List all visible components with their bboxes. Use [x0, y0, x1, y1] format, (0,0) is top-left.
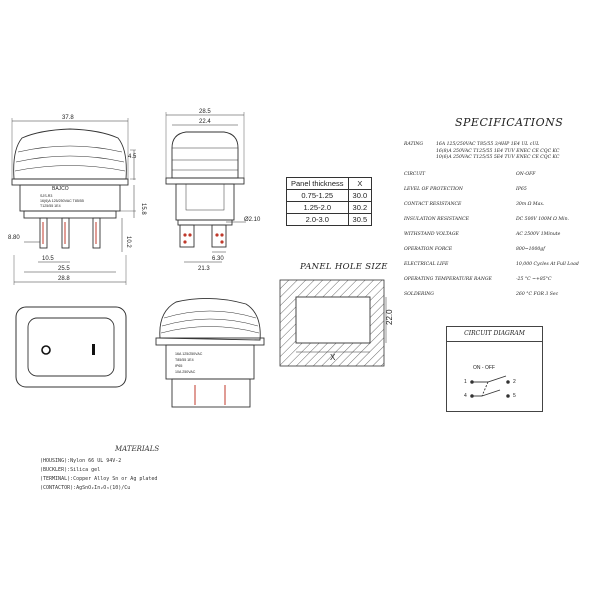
on-off-label: ON - OFF — [473, 365, 495, 371]
spec-label: ELECTRICAL LIFE — [404, 262, 449, 267]
rating-line: 10(6)A 250VAC T125/55 5E4 TUV ENEC CE CQ… — [436, 155, 560, 161]
spec-value: IP65 — [516, 187, 527, 192]
circuit-symbol — [470, 375, 510, 398]
panel-hole-title: PANEL HOLE SIZE — [300, 262, 388, 272]
side-mark-line2: T125/55 1E4 — [40, 204, 61, 208]
iso-mark-line4: 10A 250VAC — [175, 370, 196, 374]
spec-label: INSULATION RESISTANCE — [404, 217, 470, 222]
table-header: X — [347, 177, 373, 190]
spec-value: ON-OFF — [516, 172, 536, 177]
side-brand: BAJCO — [52, 186, 69, 192]
rating-line: 16(8)A 250VAC T125/55 1E4 TUV ENEC CE CQ… — [436, 148, 560, 154]
pin-label: 2 — [513, 379, 516, 385]
table-cell: 30.5 — [347, 213, 373, 226]
table-row: 0.75-1.25 30.0 — [286, 189, 373, 202]
front-view — [165, 112, 246, 263]
spec-label: CIRCUIT — [404, 172, 426, 177]
panel-hole-width: X — [330, 353, 336, 362]
spec-label: LEVEL OF PROTECTION — [404, 187, 463, 192]
dim-side-body: 15.8 — [140, 203, 146, 215]
dim-side-width: 37.8 — [62, 115, 74, 121]
pin-label: 4 — [464, 393, 467, 399]
dim-front-hole: Ø2.10 — [244, 217, 261, 223]
material-line: (TERMINAL):Copper Alloy Sn or Ag plated — [40, 476, 158, 482]
spec-label: CONTACT RESISTANCE — [404, 202, 462, 207]
spec-value: 260 °C FOR 3 Sec — [516, 292, 559, 297]
material-line: (BUCKLER):Silica gel — [40, 467, 101, 473]
spec-value: -25 °C ~+85°C — [516, 277, 552, 282]
spec-value: 800~1000gf — [516, 247, 545, 252]
material-line: (HOUSING):Nylon 66 UL 94V-2 — [40, 458, 122, 464]
materials-title: MATERIALS — [115, 445, 160, 453]
spec-value: 30m Ω Max. — [516, 202, 545, 207]
table-cell: 2.0-3.0 — [286, 213, 349, 226]
pin-label: 5 — [513, 393, 516, 399]
dim-side-overall-base: 28.8 — [58, 276, 70, 282]
side-mark-line1: 16(6)A 125/250VAC T85/55 — [40, 199, 84, 203]
spec-label: OPERATION FORCE — [404, 247, 453, 252]
dim-side-top: 4.5 — [128, 154, 137, 160]
off-symbol-icon — [41, 345, 51, 355]
iso-mark-line1: 16A 125/250VAC — [175, 352, 203, 356]
rating-line: 16A 125/250VAC T85/55 3/4HP 1E4 UL cUL — [436, 142, 540, 147]
table-cell: 1.25-2.0 — [286, 201, 349, 214]
panel-thickness-table: Panel thickness X 0.75-1.25 30.0 1.25-2.… — [286, 177, 373, 226]
dim-side-base: 25.5 — [58, 266, 70, 272]
table-row: 2.0-3.0 30.5 — [286, 213, 373, 226]
spec-value: 10,000 Cycles At Full Load — [516, 262, 579, 267]
circuit-diagram-title: CIRCUIT DIAGRAM — [447, 327, 542, 342]
pin-label: 1 — [464, 379, 467, 385]
iso-view — [155, 297, 265, 408]
spec-value: DC 500V 100M Ω Min. — [516, 217, 569, 222]
table-cell: 30.2 — [347, 201, 373, 214]
dim-front-pitch: 21.3 — [198, 266, 210, 272]
dim-side-terminal: 10.2 — [125, 236, 131, 248]
circuit-diagram: CIRCUIT DIAGRAM ON - OFF 1 2 4 5 — [446, 326, 543, 412]
spec-label: WITHSTAND VOLTAGE — [404, 232, 459, 237]
panel-hole-drawing — [279, 279, 387, 367]
top-view — [15, 306, 127, 388]
iso-mark-line2: T85/55 1E4 — [175, 358, 194, 362]
table-cell: 30.0 — [347, 189, 373, 202]
panel-hole-height: 22.0 — [385, 309, 394, 325]
table-row: 1.25-2.0 30.2 — [286, 201, 373, 214]
spec-label: SOLDERING — [404, 292, 434, 297]
spec-value: AC 2500V 1Minute — [516, 232, 561, 237]
iso-mark-line3: IP65 — [175, 364, 182, 368]
on-symbol-icon — [92, 344, 95, 355]
side-view — [11, 118, 136, 285]
specifications-title: SPECIFICATIONS — [455, 116, 564, 129]
spec-label: RATING — [404, 142, 424, 147]
dim-front-inner: 22.4 — [199, 119, 211, 125]
dim-side-pin-gap: 10.5 — [42, 256, 54, 262]
dim-front-width: 28.5 — [199, 109, 211, 115]
table-cell: 0.75-1.25 — [286, 189, 349, 202]
material-line: (CONTACTOR):AgSnO₂In₂O₃(10)/Cu — [40, 485, 131, 491]
table-header: Panel thickness — [286, 177, 349, 190]
spec-label: OPERATING TEMPERATURE RANGE — [404, 277, 492, 282]
side-model: SJS-R3 — [40, 194, 52, 198]
dim-front-tab: 6.30 — [212, 256, 224, 262]
dim-side-offset: 8.80 — [8, 235, 20, 241]
table-header-row: Panel thickness X — [286, 177, 373, 190]
